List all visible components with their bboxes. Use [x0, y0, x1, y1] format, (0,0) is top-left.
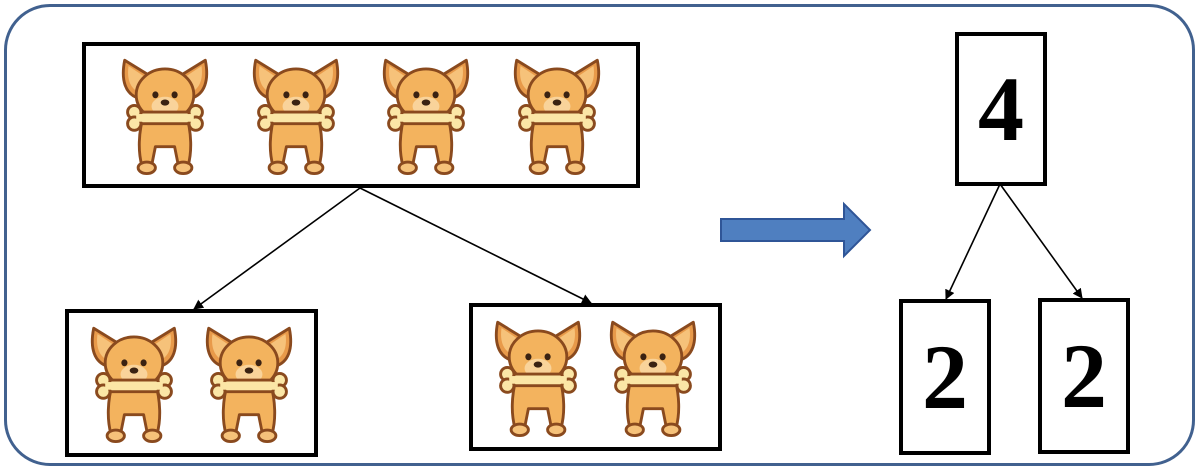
- puppy-with-bone-icon: [490, 312, 586, 442]
- puppy-with-bone-icon: [605, 312, 701, 442]
- puppy-with-bone-icon: [117, 50, 213, 180]
- right-arrow-icon: [720, 201, 872, 259]
- puppy-with-bone-icon: [201, 318, 297, 448]
- number-bond-whole: 4: [955, 32, 1047, 186]
- puppy-with-bone-icon: [248, 50, 344, 180]
- left-dog-group: [65, 309, 318, 457]
- left-connector-to-right-group: [359, 187, 592, 304]
- puppy-with-bone-icon: [378, 50, 474, 180]
- puppy-with-bone-icon: [86, 318, 182, 448]
- number-bond-part-right: 2: [1038, 298, 1130, 454]
- left-connector-to-left-group: [193, 187, 361, 310]
- right-connector-to-left-part: [945, 183, 1001, 300]
- right-dog-group: [469, 303, 722, 451]
- number-bond-part-left: 2: [899, 299, 991, 455]
- parent-dog-group: [82, 42, 640, 188]
- right-connector-to-right-part: [999, 183, 1083, 299]
- puppy-with-bone-icon: [509, 50, 605, 180]
